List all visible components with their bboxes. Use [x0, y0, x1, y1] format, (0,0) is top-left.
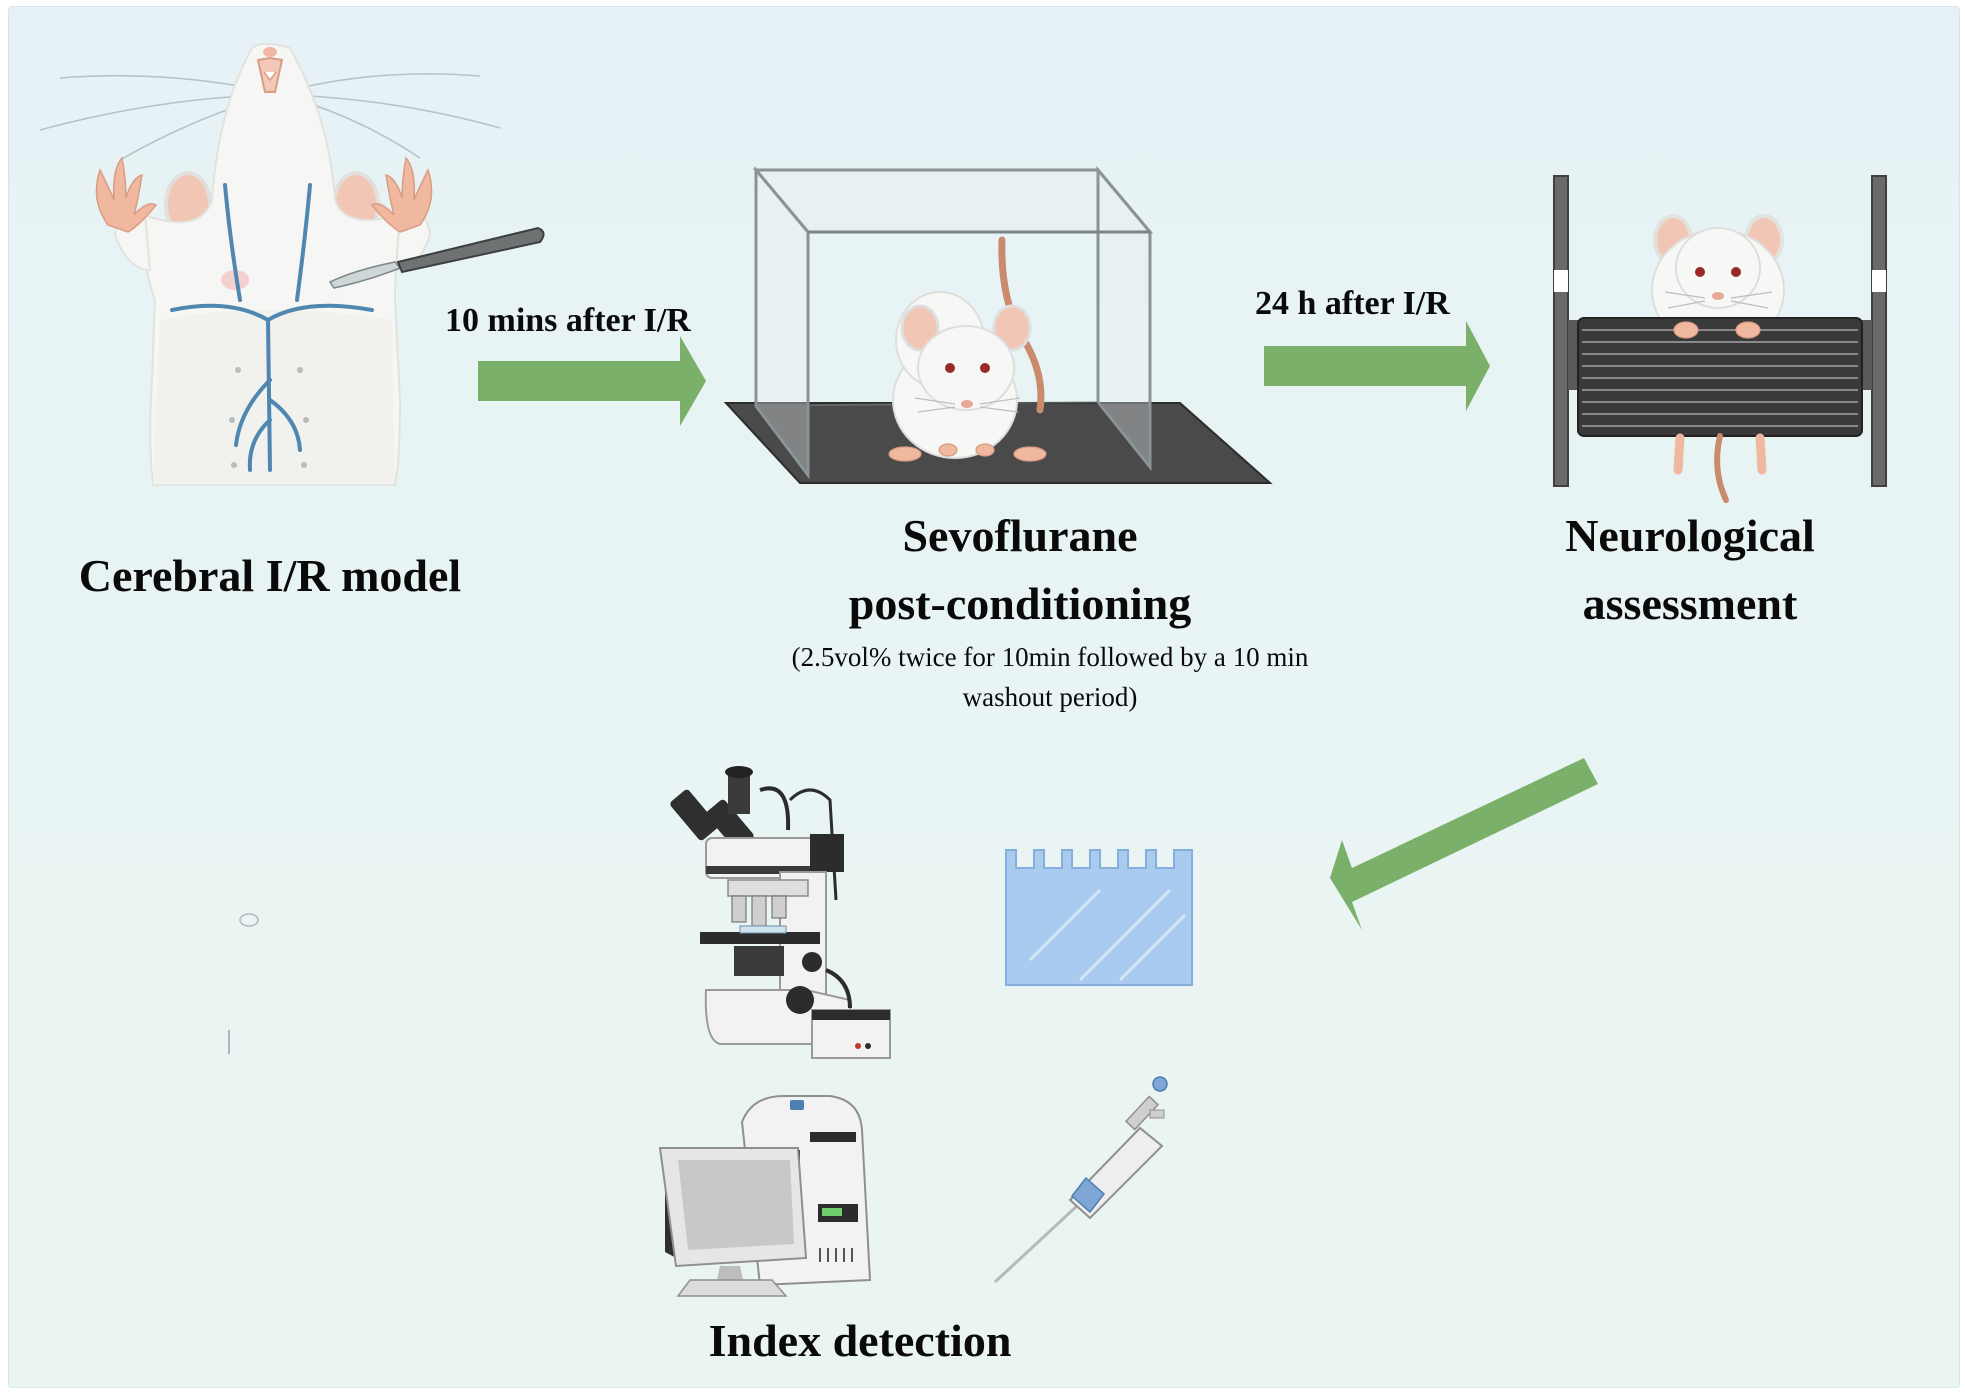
assessment-title-line2: assessment: [1582, 578, 1798, 629]
model-title: Cerebral I/R model: [78, 550, 462, 601]
detection-title: Index detection: [708, 1315, 1012, 1366]
treatment-detail-line1: (2.5vol% twice for 10min followed by a 1…: [791, 642, 1309, 672]
arrow-label-second: 24 h after I/R: [1255, 285, 1450, 322]
treatment-detail-line2: washout period): [962, 682, 1138, 712]
assessment-title-line1: Neurological: [1565, 510, 1815, 561]
treatment-title-line1: Sevoflurane: [902, 510, 1138, 561]
treatment-title-line2: post-conditioning: [848, 578, 1192, 629]
arrow-label-first: 10 mins after I/R: [445, 302, 691, 339]
